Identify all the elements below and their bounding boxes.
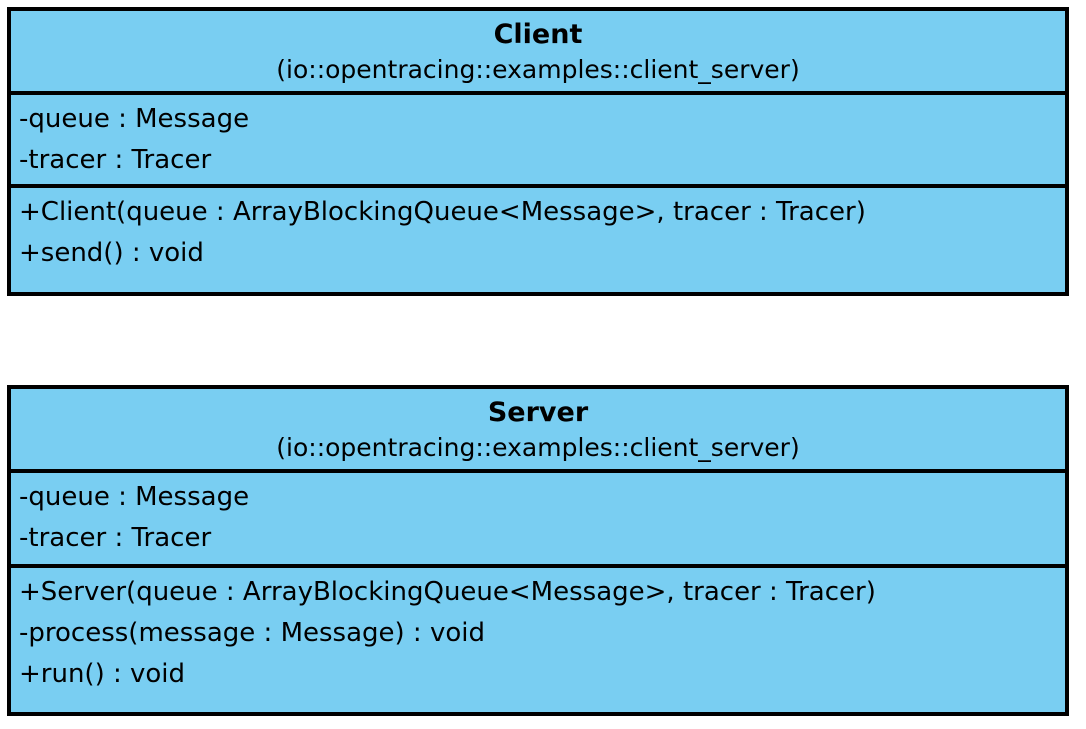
attribute-row: -queue : Message	[19, 482, 250, 512]
class-namespace-client: (io::opentracing::examples::client_serve…	[276, 55, 800, 84]
class-namespace-server: (io::opentracing::examples::client_serve…	[276, 433, 800, 462]
class-attributes-server: -queue : Message -tracer : Tracer	[11, 469, 1065, 564]
class-header-client: Client (io::opentracing::examples::clien…	[11, 11, 1065, 91]
attribute-row: -tracer : Tracer	[19, 523, 212, 553]
class-box-client[interactable]: Client (io::opentracing::examples::clien…	[7, 7, 1069, 296]
class-name-client: Client	[493, 19, 583, 50]
class-operations-server: +Server(queue : ArrayBlockingQueue<Messa…	[11, 564, 1065, 712]
class-name-server: Server	[487, 397, 589, 428]
operation-row: +Server(queue : ArrayBlockingQueue<Messa…	[19, 577, 876, 607]
operation-row: -process(message : Message) : void	[19, 618, 485, 648]
class-operations-client: +Client(queue : ArrayBlockingQueue<Messa…	[11, 184, 1065, 292]
operation-row: +send() : void	[19, 238, 204, 268]
attribute-row: -tracer : Tracer	[19, 145, 212, 175]
class-attributes-client: -queue : Message -tracer : Tracer	[11, 91, 1065, 184]
operation-row: +Client(queue : ArrayBlockingQueue<Messa…	[19, 197, 866, 227]
class-header-server: Server (io::opentracing::examples::clien…	[11, 389, 1065, 469]
operation-row: +run() : void	[19, 659, 186, 689]
class-box-server[interactable]: Server (io::opentracing::examples::clien…	[7, 385, 1069, 716]
attribute-row: -queue : Message	[19, 104, 250, 134]
